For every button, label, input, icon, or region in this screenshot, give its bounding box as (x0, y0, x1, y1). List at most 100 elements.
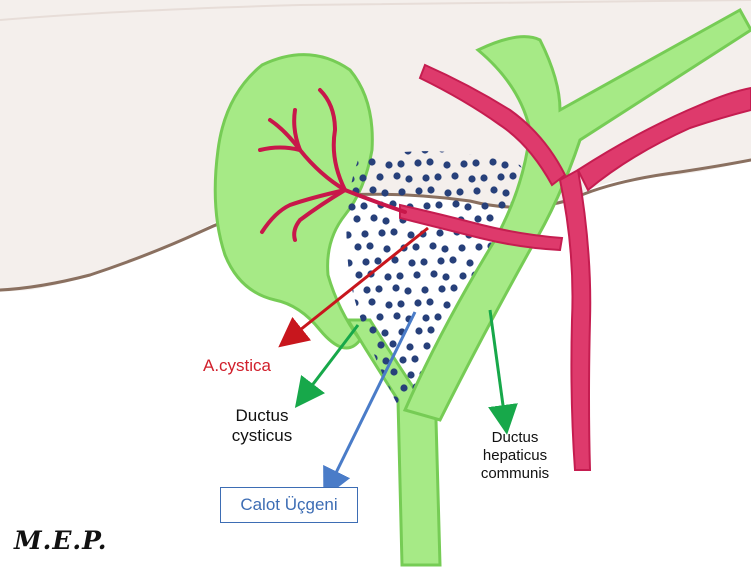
calot-dot (526, 315, 533, 322)
calot-dot (384, 273, 391, 280)
label-calot-triangle: Calot Üçgeni (220, 487, 358, 523)
calot-dot (344, 231, 351, 238)
calot-dot (503, 357, 510, 364)
calot-dot (511, 368, 518, 375)
calot-dot (475, 383, 482, 390)
calot-dot (362, 258, 369, 265)
calot-dot (444, 189, 451, 196)
calot-dot (390, 228, 397, 235)
calot-dot (374, 257, 381, 264)
calot-dot (519, 328, 526, 335)
calot-dot (442, 273, 449, 280)
calot-dot (486, 354, 493, 361)
calot-dot (443, 161, 450, 168)
calot-dot (466, 399, 473, 406)
calot-dot (505, 413, 512, 420)
calot-dot (397, 160, 404, 167)
calot-dot (363, 286, 370, 293)
calot-dot (422, 314, 429, 321)
calot-dot (407, 231, 414, 238)
calot-dot (338, 412, 345, 419)
label-ductus-hepaticus: Ductus hepaticus communis (470, 429, 560, 483)
calot-dot (518, 300, 525, 307)
calot-dot (464, 203, 471, 210)
calot-dot (385, 161, 392, 168)
calot-dot (383, 245, 390, 252)
calot-dot (512, 396, 519, 403)
calot-dot (337, 244, 344, 251)
calot-dot (502, 329, 509, 336)
calot-dot (481, 202, 488, 209)
calot-dot (366, 242, 373, 249)
calot-dot (389, 340, 396, 347)
label-ductus-hepaticus-line1: Ductus (470, 429, 560, 447)
calot-dot (480, 174, 487, 181)
calot-dot (531, 327, 538, 334)
calot-dot (427, 326, 434, 333)
calot-dot (525, 287, 532, 294)
calot-dot (472, 159, 479, 166)
calot-dot (533, 383, 540, 390)
calot-dot (438, 285, 445, 292)
label-ductus-hepaticus-line2: hepaticus (470, 447, 560, 465)
calot-dot (458, 244, 465, 251)
calot-dot (399, 356, 406, 363)
calot-dot (381, 329, 388, 336)
calot-dot (353, 355, 360, 362)
calot-dot (374, 397, 381, 404)
calot-dot (398, 188, 405, 195)
calot-dot (436, 229, 443, 236)
calot-dot (333, 256, 340, 263)
calot-dot (502, 189, 509, 196)
calot-dot (423, 342, 430, 349)
calot-dot (384, 413, 391, 420)
calot-dot (527, 343, 534, 350)
calot-dot (487, 382, 494, 389)
calot-dot (381, 189, 388, 196)
calot-dot (348, 203, 355, 210)
calot-dot (517, 412, 524, 419)
calot-dot (488, 410, 495, 417)
calot-dot (474, 355, 481, 362)
calot-dot (534, 411, 541, 418)
calot-dot (400, 384, 407, 391)
calot-dot (415, 327, 422, 334)
calot-dot (359, 174, 366, 181)
calot-dot (449, 256, 456, 263)
calot-dot (336, 356, 343, 363)
label-ductus-cysticus-line2: cysticus (222, 426, 302, 446)
calot-dot (414, 299, 421, 306)
calot-dot (434, 173, 441, 180)
calot-dot (351, 299, 358, 306)
calot-dot (450, 284, 457, 291)
calot-dot (429, 242, 436, 249)
calot-dot (468, 175, 475, 182)
calot-dot (435, 201, 442, 208)
calot-dot (385, 301, 392, 308)
calot-dot (345, 399, 352, 406)
calot-dot (528, 371, 535, 378)
calot-dot (344, 371, 351, 378)
calot-dot (411, 355, 418, 362)
calot-dot (489, 158, 496, 165)
calot-dot (404, 287, 411, 294)
calot-dot (532, 355, 539, 362)
calot-dot (420, 258, 427, 265)
calot-dot (427, 186, 434, 193)
calot-dot (393, 172, 400, 179)
calot-dot (535, 299, 542, 306)
calot-dot (483, 398, 490, 405)
calot-dot (368, 158, 375, 165)
calot-dot (391, 396, 398, 403)
calot-dot (354, 383, 361, 390)
calot-dot (378, 229, 385, 236)
calot-dot (452, 200, 459, 207)
calot-dot (426, 158, 433, 165)
calot-dot (412, 243, 419, 250)
gallbladder (215, 55, 372, 348)
calot-dot (510, 340, 517, 347)
calot-dot (370, 214, 377, 221)
calot-dot (360, 202, 367, 209)
calot-dot (422, 174, 429, 181)
calot-dot (437, 257, 444, 264)
